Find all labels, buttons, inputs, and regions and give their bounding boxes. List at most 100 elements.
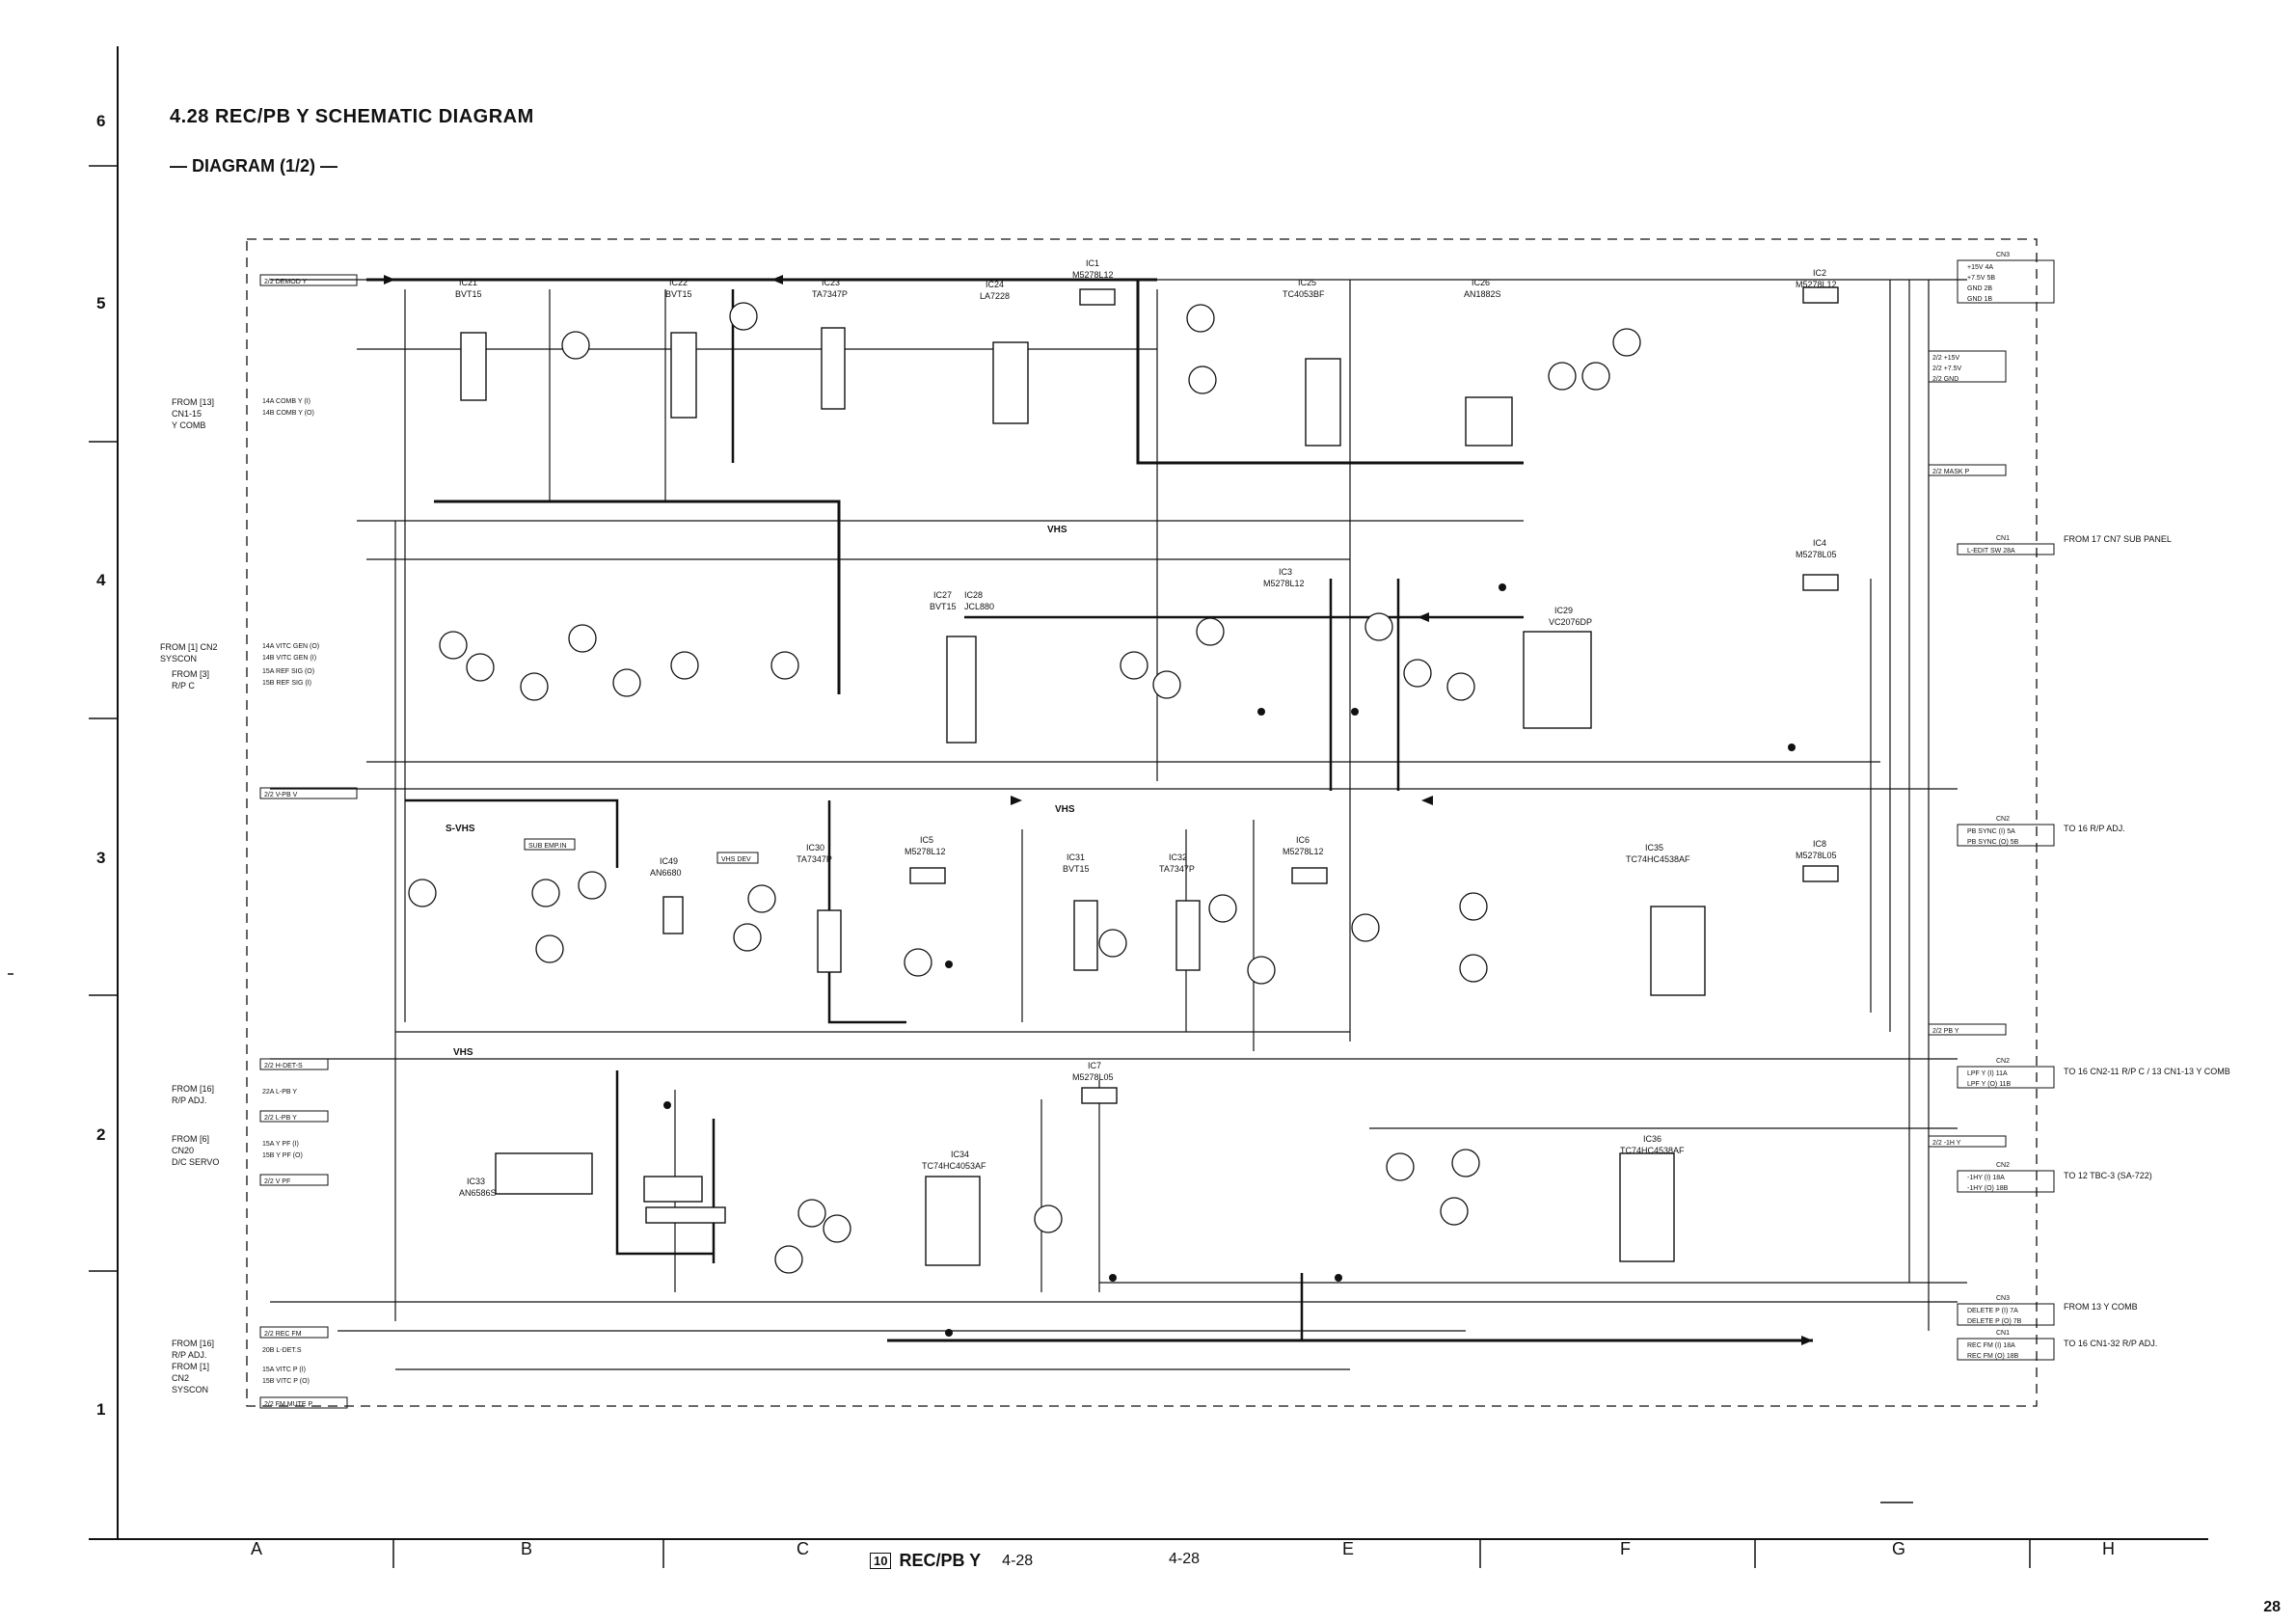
transistors bbox=[408, 302, 1641, 1274]
svg-text:TA7347P: TA7347P bbox=[797, 854, 832, 864]
ic-part: LA7228 bbox=[980, 291, 1010, 301]
svg-text:IC1: IC1 bbox=[1086, 258, 1099, 268]
svg-text:TC4053BF: TC4053BF bbox=[1283, 289, 1325, 299]
svg-text:TC74HC4538AF: TC74HC4538AF bbox=[1626, 854, 1690, 864]
svg-text:IC4: IC4 bbox=[1813, 538, 1826, 548]
wiring bbox=[270, 278, 1967, 1370]
row-label-2: 2 bbox=[96, 1125, 106, 1144]
ic-ref: IC36 bbox=[1643, 1134, 1661, 1144]
row-label-5: 5 bbox=[96, 294, 106, 312]
svg-text:14A VITC GEN (O): 14A VITC GEN (O) bbox=[262, 643, 319, 650]
svg-text:-1HY (I) 18A: -1HY (I) 18A bbox=[1967, 1175, 2005, 1181]
svg-text:2/2 PB Y: 2/2 PB Y bbox=[1932, 1028, 1959, 1035]
footer-badge: 10 bbox=[870, 1553, 892, 1569]
ic-labels: IC21 BVT15 IC22 BVT15 IC23 TA7347P IC24 … bbox=[455, 258, 1837, 1198]
svg-text:15A REF SIG (O): 15A REF SIG (O) bbox=[262, 668, 314, 675]
svhs-label: S-VHS bbox=[446, 824, 475, 834]
sheet-frame bbox=[8, 46, 2208, 1568]
svg-text:M5278L12: M5278L12 bbox=[1283, 847, 1324, 856]
svg-text:R/P ADJ.: R/P ADJ. bbox=[172, 1350, 206, 1360]
ic-part: JCL880 bbox=[964, 602, 994, 611]
svg-text:M5278L12: M5278L12 bbox=[1072, 270, 1114, 280]
svg-text:IC29: IC29 bbox=[1554, 606, 1573, 615]
svg-text:15B Y PF (O): 15B Y PF (O) bbox=[262, 1152, 303, 1159]
svg-text:TO 16 R/P ADJ.: TO 16 R/P ADJ. bbox=[2064, 824, 2125, 833]
ic-ref: IC1 bbox=[1086, 258, 1099, 268]
ic-part: M5278L12 bbox=[905, 847, 946, 856]
ic-part: M5278L12 bbox=[1263, 579, 1305, 588]
svg-text:2/2 L-PB Y: 2/2 L-PB Y bbox=[264, 1115, 297, 1122]
ic-blocks bbox=[460, 286, 1839, 1266]
vhs-label-1: VHS bbox=[453, 1047, 473, 1058]
ic-ref: IC4 bbox=[1813, 538, 1826, 548]
page-number: 28 bbox=[2263, 1599, 2281, 1615]
row-label-3: 3 bbox=[96, 849, 106, 867]
ic-ref: IC30 bbox=[806, 843, 824, 853]
ic-part: TA7347P bbox=[812, 289, 848, 299]
svg-text:CN1-15: CN1-15 bbox=[172, 409, 202, 419]
ic-part: M5278L12 bbox=[1283, 847, 1324, 856]
svg-text:M5278L12: M5278L12 bbox=[1263, 579, 1305, 588]
svg-text:AN1882S: AN1882S bbox=[1464, 289, 1501, 299]
svg-text:M5278L12: M5278L12 bbox=[905, 847, 946, 856]
page-subtitle: — DIAGRAM (1/2) — bbox=[170, 156, 338, 176]
svg-text:BVT15: BVT15 bbox=[665, 289, 692, 299]
svg-text:CN3: CN3 bbox=[1996, 252, 2010, 258]
svg-text:CN1: CN1 bbox=[1996, 1330, 2010, 1337]
svg-text:CN2: CN2 bbox=[1996, 816, 2010, 823]
svg-text:R/P ADJ.: R/P ADJ. bbox=[172, 1096, 206, 1105]
ic-part: TC74HC4538AF bbox=[1620, 1146, 1685, 1155]
svg-text:IC31: IC31 bbox=[1067, 853, 1085, 862]
ic-part: TC4053BF bbox=[1283, 289, 1325, 299]
svg-text:IC33: IC33 bbox=[467, 1177, 485, 1186]
svg-text:LPF Y (O) 11B: LPF Y (O) 11B bbox=[1967, 1081, 2011, 1088]
svg-text:IC26: IC26 bbox=[1472, 278, 1490, 287]
svg-text:22A L-PB Y: 22A L-PB Y bbox=[262, 1089, 297, 1096]
svg-text:PB SYNC (O) 5B: PB SYNC (O) 5B bbox=[1967, 839, 2019, 846]
svg-text:FROM [1] CN2: FROM [1] CN2 bbox=[160, 642, 218, 652]
ic-part: AN1882S bbox=[1464, 289, 1501, 299]
svg-text:CN2: CN2 bbox=[1996, 1058, 2010, 1065]
ic-ref: IC49 bbox=[660, 856, 678, 866]
col-label-b: B bbox=[521, 1539, 533, 1558]
svg-text:FROM [16]: FROM [16] bbox=[172, 1339, 214, 1348]
svg-text:M5278L05: M5278L05 bbox=[1796, 550, 1837, 559]
signal-labels: S-VHS VHS VHS VHS SUB EMP.IN VHS DEV bbox=[446, 525, 1075, 1058]
footer-ref-right: 4-28 bbox=[1169, 1551, 1201, 1567]
arrows bbox=[384, 275, 1813, 1345]
svg-text:TC74HC4053AF: TC74HC4053AF bbox=[922, 1161, 986, 1171]
ic-ref: IC29 bbox=[1554, 606, 1573, 615]
footer-label: REC/PB Y bbox=[899, 1551, 982, 1570]
svg-text:FROM [16]: FROM [16] bbox=[172, 1084, 214, 1094]
svg-text:CN20: CN20 bbox=[172, 1146, 194, 1155]
ic-part: BVT15 bbox=[455, 289, 482, 299]
row-label-6: 6 bbox=[96, 112, 106, 130]
ic-part: M5278L05 bbox=[1796, 550, 1837, 559]
svg-text:15A VITC P (I): 15A VITC P (I) bbox=[262, 1367, 306, 1373]
vhs-dev-label: VHS DEV bbox=[721, 856, 751, 863]
svg-text:BVT15: BVT15 bbox=[930, 602, 957, 611]
ic-ref: IC5 bbox=[920, 835, 933, 845]
footer-ref-left: 4-28 bbox=[1002, 1552, 1034, 1569]
svg-text:IC8: IC8 bbox=[1813, 839, 1826, 849]
svg-text:IC25: IC25 bbox=[1298, 278, 1316, 287]
svg-text:IC7: IC7 bbox=[1088, 1061, 1101, 1070]
svg-text:FROM [13]: FROM [13] bbox=[172, 397, 214, 407]
svg-text:IC3: IC3 bbox=[1279, 567, 1292, 577]
svg-text:FROM [6]: FROM [6] bbox=[172, 1134, 209, 1144]
right-connectors bbox=[1928, 259, 2055, 1361]
ic-ref: IC24 bbox=[986, 280, 1004, 289]
svg-text:IC23: IC23 bbox=[822, 278, 840, 287]
sub-emp-label: SUB EMP.IN bbox=[528, 843, 567, 850]
svg-text:IC28: IC28 bbox=[964, 590, 983, 600]
svg-text:GND 2B: GND 2B bbox=[1967, 285, 1992, 292]
svg-text:IC34: IC34 bbox=[951, 1150, 969, 1159]
ic-part: TA7347P bbox=[797, 854, 832, 864]
svg-text:JCL880: JCL880 bbox=[964, 602, 994, 611]
svg-text:VC2076DP: VC2076DP bbox=[1549, 617, 1592, 627]
svg-text:BVT15: BVT15 bbox=[455, 289, 482, 299]
ic-part: TC74HC4538AF bbox=[1626, 854, 1690, 864]
col-label-g: G bbox=[1892, 1539, 1906, 1558]
svg-text:IC36: IC36 bbox=[1643, 1134, 1661, 1144]
